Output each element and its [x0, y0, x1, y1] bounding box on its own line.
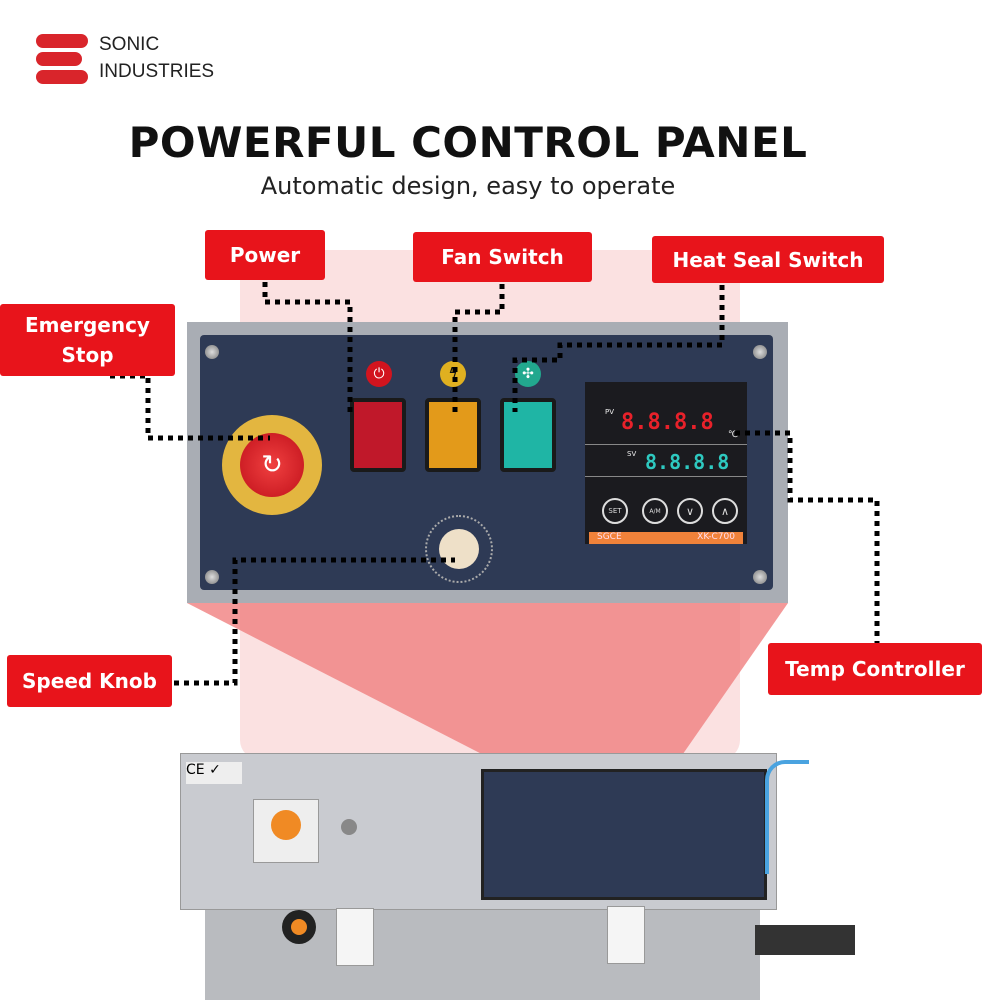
sv-label: SV — [627, 450, 637, 458]
controller-model: XK-C700 — [697, 532, 735, 542]
adjust-knob[interactable] — [282, 910, 316, 944]
set-button[interactable]: SET — [602, 498, 628, 524]
fan-leader — [452, 284, 505, 412]
warning-sticker — [336, 908, 374, 966]
power-leader — [262, 282, 353, 412]
power-indicator-icon: ⏻ — [366, 361, 392, 387]
down-button[interactable]: ∨ — [677, 498, 703, 524]
shift-button[interactable]: A/M — [642, 498, 668, 524]
callout-temp-controller: Temp Controller — [768, 643, 982, 695]
emergency-leader — [110, 373, 270, 441]
callout-emergency-stop: Emergency Stop — [0, 304, 175, 376]
power-switch[interactable] — [350, 398, 406, 472]
page-title: POWERFUL CONTROL PANEL — [128, 118, 808, 167]
heat-indicator-icon: ϟ — [440, 361, 466, 387]
page-subtitle: Automatic design, easy to operate — [260, 172, 676, 200]
speed-knob[interactable] — [425, 515, 493, 583]
callout-power: Power — [205, 230, 325, 280]
fan-indicator-icon: ✣ — [515, 361, 541, 387]
temp-leader — [735, 430, 880, 643]
machine-body: CE ✓ — [180, 753, 777, 910]
warning-sticker — [607, 906, 645, 964]
brand-line1: SONIC — [99, 34, 160, 55]
up-button[interactable]: ∧ — [712, 498, 738, 524]
controller-brand: SGCE — [597, 532, 622, 542]
speed-leader — [174, 557, 455, 686]
outlet-pipe — [755, 925, 855, 955]
heat-seal-leader — [512, 285, 725, 412]
temp-controller: PV 8.8.8.8 ℃ SV 8.8.8.8 SET A/M ∨ ∧ SGCE… — [585, 382, 747, 544]
callout-heat-seal-switch: Heat Seal Switch — [652, 236, 884, 283]
rotate-arrow-icon: ↻ — [240, 433, 304, 497]
brand-line2: INDUSTRIES — [99, 61, 215, 82]
emergency-stop-button[interactable]: ↻ — [222, 415, 322, 515]
pv-display: 8.8.8.8 — [621, 410, 714, 435]
unit-label: ℃ — [728, 430, 739, 440]
ce-mark-icon: CE ✓ — [186, 762, 242, 784]
sv-display: 8.8.8.8 — [645, 450, 730, 474]
mini-panel — [481, 769, 767, 900]
pv-label: PV — [605, 408, 615, 416]
air-fitting — [765, 760, 809, 874]
heat-seal-switch[interactable] — [500, 398, 556, 472]
timer-dial — [253, 799, 319, 863]
toggle-switch[interactable] — [341, 819, 357, 835]
callout-fan-switch: Fan Switch — [413, 232, 592, 282]
callout-speed-knob: Speed Knob — [7, 655, 172, 707]
